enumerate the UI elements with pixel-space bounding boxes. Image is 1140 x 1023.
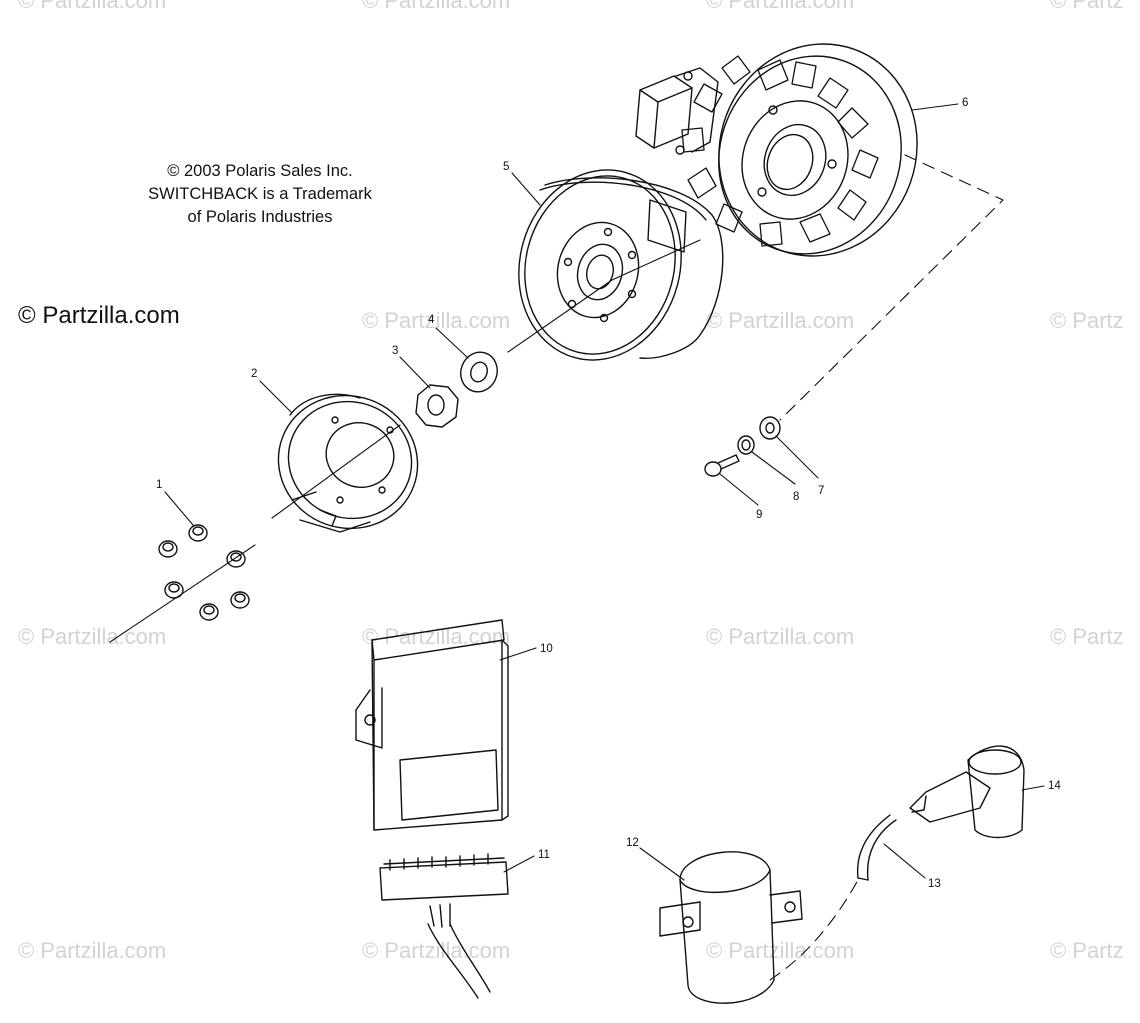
- stator-part: [635, 43, 918, 257]
- callout-2: 2: [251, 368, 257, 380]
- lock-washer-part: [737, 435, 755, 455]
- watermark: © Partz: [1050, 0, 1124, 13]
- center-lines: [109, 154, 1004, 981]
- watermark: © Partz: [1050, 308, 1124, 333]
- bolts-part: [158, 524, 250, 621]
- trademark-owner-line: of Polaris Industries: [187, 208, 333, 226]
- callout-7: 7: [818, 485, 824, 497]
- screw-part: [704, 454, 740, 477]
- callout-8: 8: [793, 491, 799, 503]
- callout-12: 12: [626, 837, 639, 849]
- watermark: © Partzilla.com: [706, 0, 855, 13]
- nut-part: [415, 384, 459, 428]
- callout-5: 5: [503, 161, 509, 173]
- watermark: © Partzilla.com: [18, 624, 167, 649]
- callout-4: 4: [428, 314, 435, 326]
- brand-text: © Partzilla.com: [18, 302, 180, 329]
- watermark: © Partzilla.com: [18, 0, 167, 13]
- watermark: © Partz: [1050, 938, 1124, 963]
- washer-part: [460, 351, 498, 393]
- callout-labels: 1 2 3 4 5 6 7 8 9 10 11 12 13 14: [156, 97, 1061, 890]
- ignition-coil-part: [659, 851, 803, 1004]
- spark-plug-wire-part: [856, 814, 897, 881]
- callout-13: 13: [928, 878, 941, 890]
- copyright-notice: © 2003 Polaris Sales Inc. SWITCHBACK is …: [120, 160, 400, 229]
- callout-14: 14: [1048, 780, 1061, 792]
- watermark: © Partz: [1050, 624, 1124, 649]
- watermark: © Partzilla.com: [362, 624, 511, 649]
- trademark-line: SWITCHBACK is a Trademark: [148, 185, 372, 203]
- copyright-line: © 2003 Polaris Sales Inc.: [167, 162, 353, 180]
- callout-9: 9: [756, 509, 762, 521]
- flywheel-part: [518, 169, 724, 361]
- watermark: © Partzilla.com: [706, 938, 855, 963]
- watermark: © Partzilla.com: [362, 938, 511, 963]
- callout-11: 11: [538, 849, 550, 861]
- callout-3: 3: [392, 345, 398, 357]
- connector-part: [379, 853, 509, 999]
- callout-1: 1: [156, 479, 162, 491]
- starter-pulley-part: [277, 393, 419, 533]
- callout-10: 10: [540, 643, 553, 655]
- spark-plug-cap-part: [909, 745, 1025, 839]
- watermark: © Partzilla.com: [362, 0, 511, 13]
- watermark: © Partzilla.com: [706, 624, 855, 649]
- flat-washer-part: [759, 416, 781, 440]
- watermark: © Partzilla.com: [706, 308, 855, 333]
- callout-6: 6: [962, 97, 968, 109]
- leader-lines: [164, 103, 1045, 881]
- watermark: © Partzilla.com: [18, 938, 167, 963]
- cdi-module-part: [355, 619, 509, 831]
